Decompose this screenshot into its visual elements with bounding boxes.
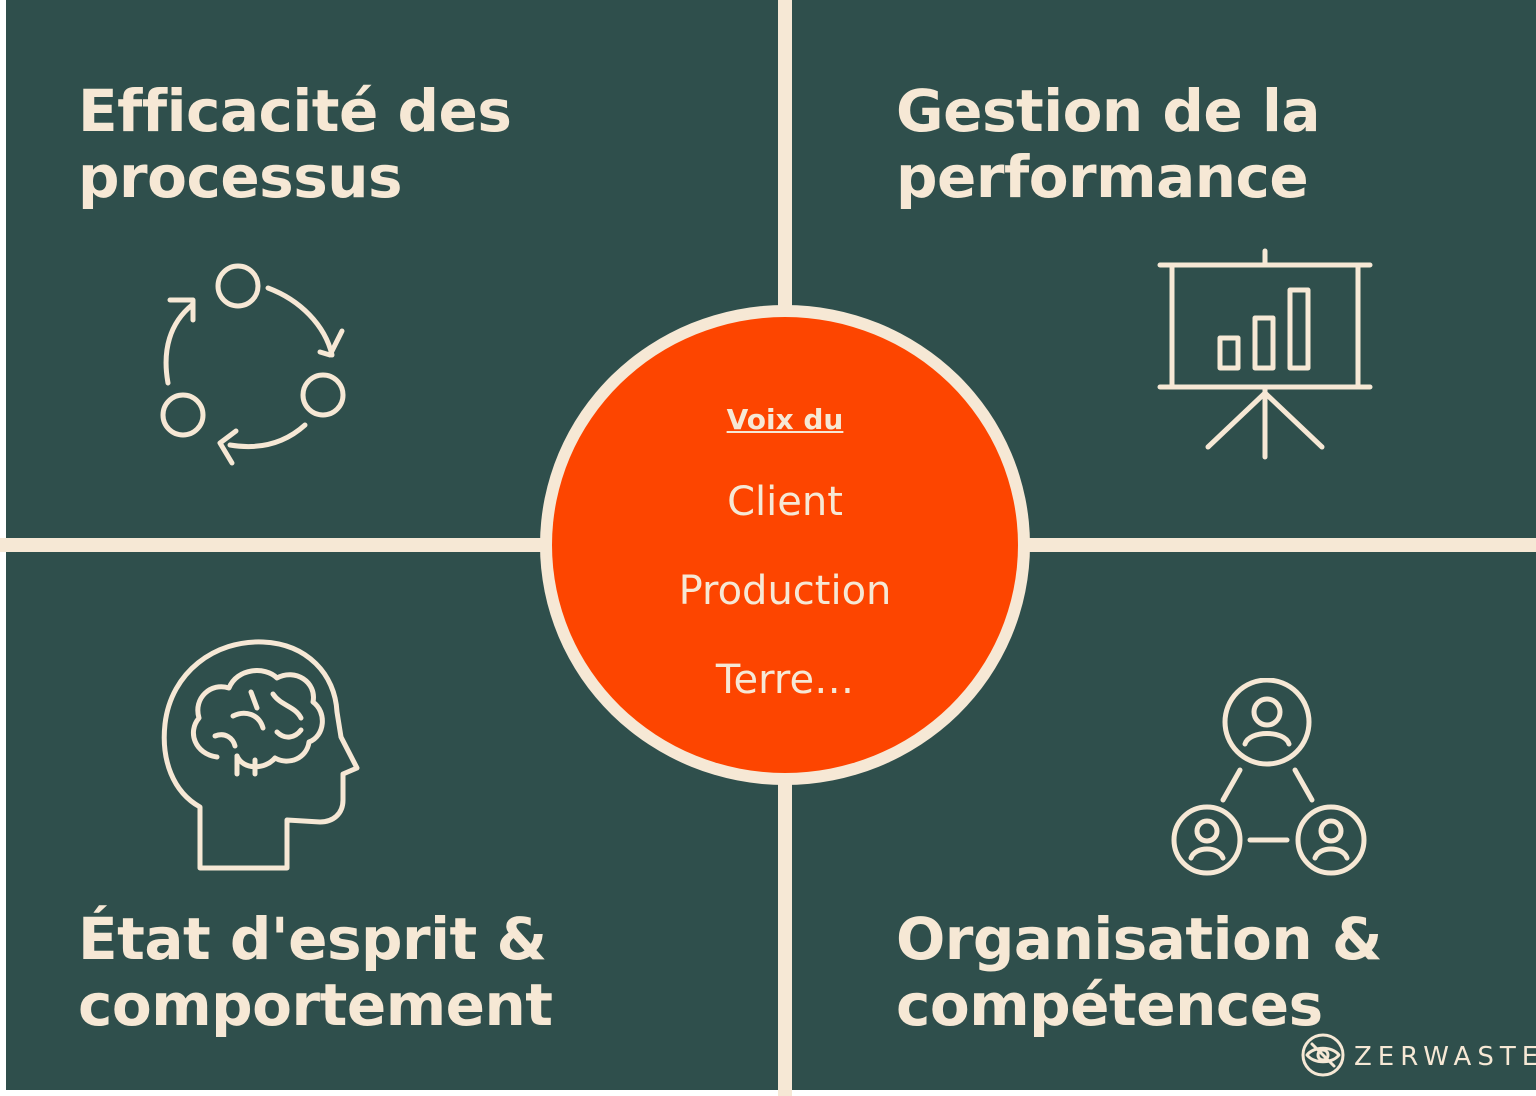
center-circle [552, 317, 1018, 773]
title-line: État d'esprit & [78, 905, 547, 973]
title-line: comportement [78, 971, 553, 1039]
title-line: Gestion de la [896, 77, 1320, 145]
center-item-client: Client [727, 479, 843, 525]
title-line: performance [896, 143, 1309, 211]
title-process-efficiency: Efficacité des processus [78, 77, 512, 211]
title-performance-management: Gestion de la performance [896, 78, 1320, 210]
title-mindset-behavior: État d'esprit & comportement [78, 905, 553, 1039]
center-item-production: Production [678, 568, 892, 614]
title-organisation-skills: Organisation & compétences [896, 906, 1382, 1038]
brand-logo: ZERWASTE [1300, 1032, 1536, 1082]
presentation-board-chart-icon [1150, 245, 1380, 465]
title-line: Organisation & [896, 905, 1382, 973]
eye-logo-icon [1300, 1032, 1346, 1082]
head-brain-icon [155, 632, 370, 877]
center-heading: Voix du [726, 403, 844, 436]
title-line: compétences [896, 971, 1323, 1039]
title-line: Efficacité des [78, 77, 512, 145]
cycle-arrows-icon [150, 255, 360, 475]
center-item-terre: Terre… [715, 657, 855, 703]
brand-name: ZERWASTE [1354, 1042, 1536, 1072]
team-network-icon [1165, 678, 1370, 878]
title-line: processus [78, 143, 403, 211]
